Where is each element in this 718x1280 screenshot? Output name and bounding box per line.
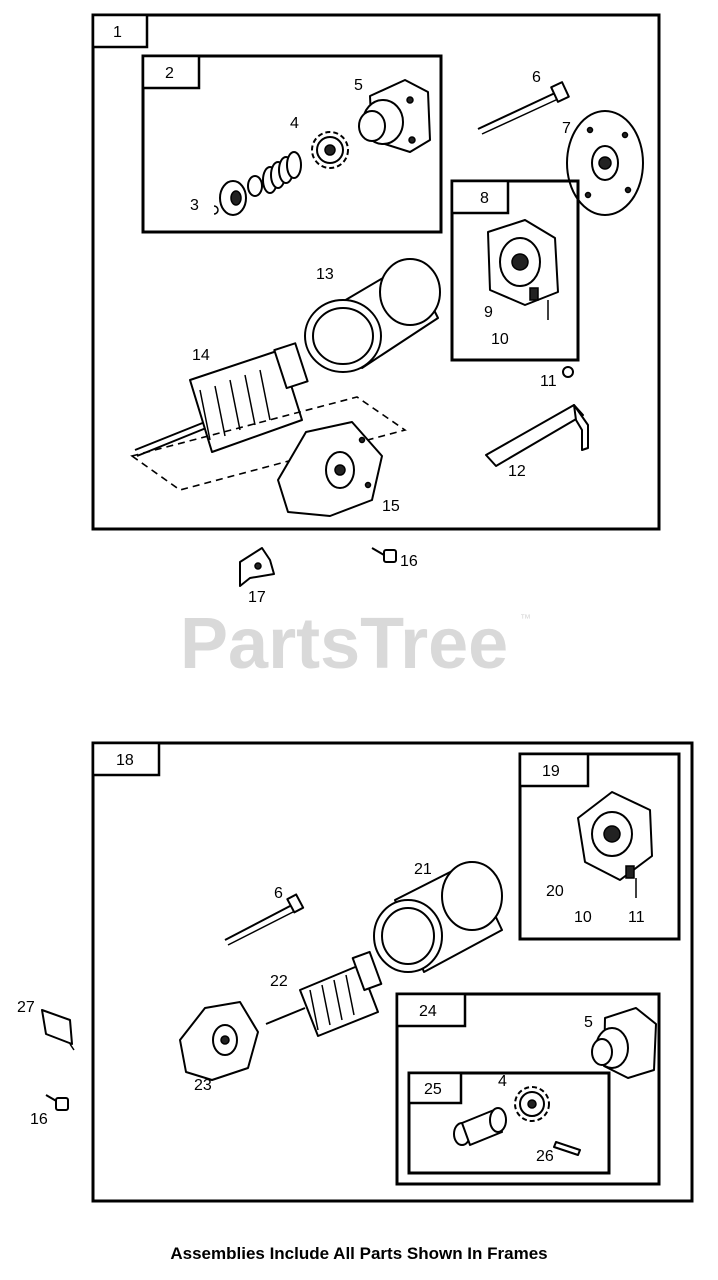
frame-tag-2 (141, 54, 201, 90)
callout-12: 12 (508, 463, 526, 480)
part-26-pin (553, 1141, 581, 1156)
part-5-drive-housing (358, 79, 431, 153)
frame-tag-8-label: 8 (480, 190, 489, 207)
part-5-drive-housing-bottom (591, 1007, 657, 1079)
part-27-clip (41, 1009, 75, 1051)
callout-23: 23 (194, 1077, 212, 1094)
callout-11-bottom: 11 (628, 909, 645, 926)
callout-10-bottom: 10 (574, 909, 592, 926)
part-16-screw-bottom (45, 1094, 69, 1111)
part-13-frame-housing (304, 258, 441, 373)
callout-27: 27 (17, 999, 35, 1016)
part-7-end-plate (566, 110, 644, 216)
part-12-bracket-strip (485, 404, 589, 467)
part-9-brush-holder (487, 219, 559, 320)
callout-20: 20 (546, 883, 564, 900)
callout-3: 3 (190, 197, 199, 214)
callout-6-top: 6 (532, 69, 541, 86)
callout-10-top: 10 (491, 331, 509, 348)
frame-tag-24 (395, 992, 467, 1028)
part-16-screw-top (371, 547, 397, 563)
callout-16-bottom: 16 (30, 1111, 48, 1128)
callout-16-top: 16 (400, 553, 418, 570)
callout-9: 9 (484, 304, 493, 321)
callout-11-top: 11 (540, 373, 557, 390)
part-20-brush-holder (577, 791, 653, 898)
callout-21: 21 (414, 861, 432, 878)
dashed-assembly-outline (130, 396, 407, 491)
callout-6-bottom: 6 (274, 885, 283, 902)
part-11-nut (562, 366, 574, 378)
frame-tag-18 (91, 741, 161, 777)
callout-26: 26 (536, 1148, 554, 1165)
part-23-end-cap (179, 1001, 259, 1081)
assembly-frame-1 (91, 13, 661, 531)
assembly-frame-24 (395, 992, 661, 1186)
part-15-end-cap (277, 421, 383, 517)
callout-4-top: 4 (290, 115, 299, 132)
callout-14: 14 (192, 347, 210, 364)
callout-5-top: 5 (354, 77, 363, 94)
callout-17: 17 (248, 589, 266, 606)
part-spring (262, 151, 302, 194)
frame-tag-1 (91, 13, 149, 49)
part-4-pinion-gear (311, 131, 349, 169)
callout-22: 22 (270, 973, 288, 990)
frame-tag-18-label: 18 (116, 752, 134, 769)
assembly-frame-19 (518, 752, 681, 941)
frame-tag-25 (407, 1071, 463, 1105)
frame-tag-24-label: 24 (419, 1003, 437, 1020)
callout-15: 15 (382, 498, 400, 515)
part-14-armature (134, 342, 309, 457)
assembly-frame-18 (91, 741, 694, 1203)
frame-tag-8 (450, 179, 510, 215)
frame-tag-19 (518, 752, 590, 788)
watermark: PartsTree (180, 604, 508, 684)
frame-tag-1-label: 1 (113, 24, 122, 41)
callout-13: 13 (316, 266, 334, 283)
part-4-pinion-gear-bottom (514, 1086, 550, 1122)
part-17-clip (239, 547, 275, 587)
callout-5-bottom: 5 (584, 1014, 593, 1031)
callout-7: 7 (562, 120, 571, 137)
frame-tag-19-label: 19 (542, 763, 560, 780)
part-3-retainer (213, 175, 263, 216)
assembly-frame-8 (450, 179, 580, 362)
part-22-armature (265, 950, 383, 1037)
assembly-frame-25 (407, 1071, 611, 1175)
assembly-frame-2 (141, 54, 443, 234)
part-6-through-bolt-bottom (224, 893, 305, 946)
watermark-trademark: ™ (520, 613, 531, 625)
frame-tag-2-label: 2 (165, 65, 174, 82)
frame-tag-25-label: 25 (424, 1081, 442, 1098)
part-21-frame-housing (373, 861, 503, 973)
part-6-through-bolt-top (477, 81, 570, 135)
part-25-drive-assembly (453, 1107, 507, 1146)
footer-caption: Assemblies Include All Parts Shown In Fr… (170, 1244, 548, 1263)
callout-4-bottom: 4 (498, 1073, 507, 1090)
